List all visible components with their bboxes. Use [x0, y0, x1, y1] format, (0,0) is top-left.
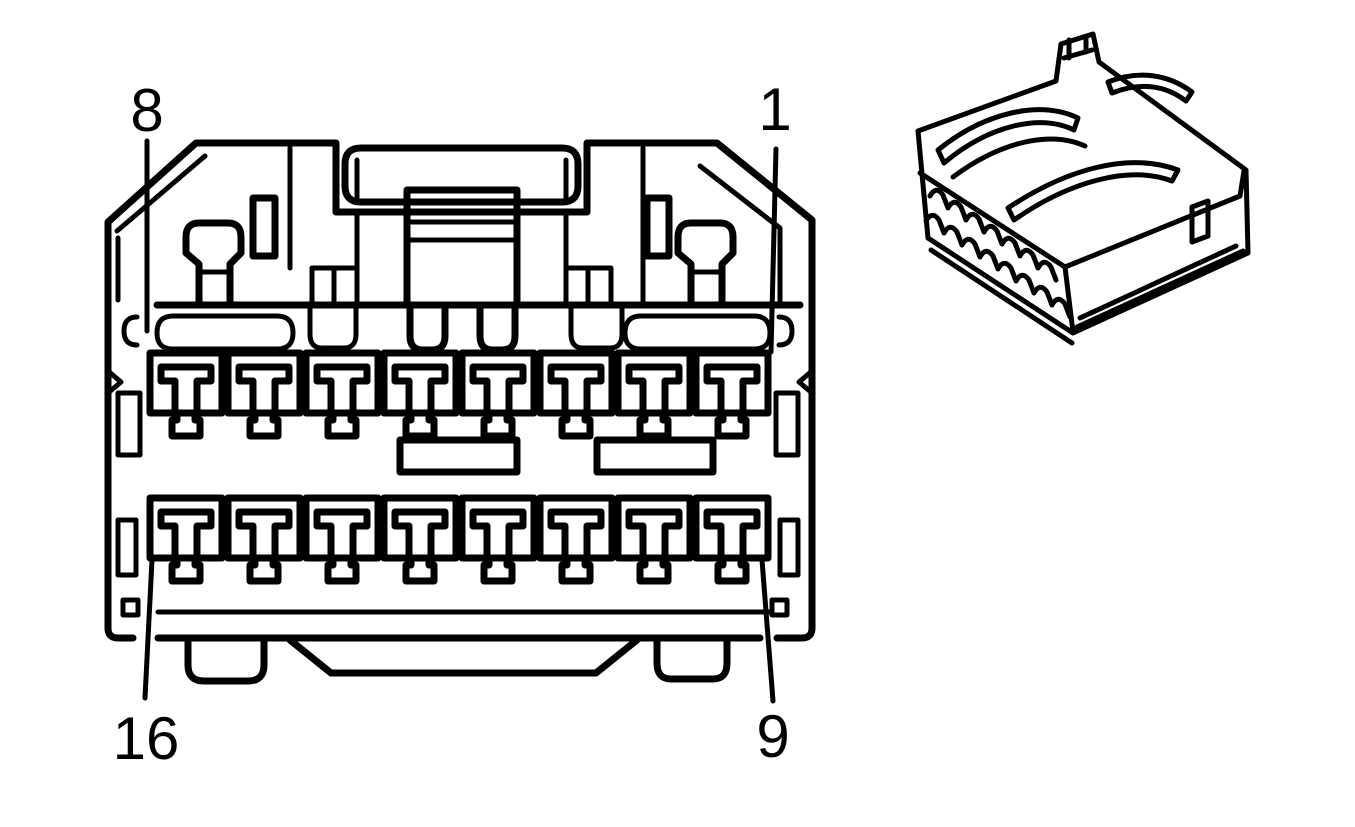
- pin-socket: [224, 349, 304, 440]
- pin-socket: [536, 494, 616, 585]
- callout-leader-1: [768, 146, 779, 355]
- iso-terminal-serrations-row1: [927, 187, 1059, 283]
- pin-callout-8: 8: [130, 77, 163, 144]
- pin-socket: [536, 349, 616, 440]
- center-post-ribs: [404, 219, 520, 243]
- pin-socket: [692, 349, 772, 440]
- pin-socket: [224, 494, 304, 585]
- pin-socket: [302, 349, 382, 440]
- connector-body-outline: [104, 139, 816, 642]
- pin-socket: [614, 494, 694, 585]
- pin-socket: [692, 494, 772, 585]
- left-side-pocket: [309, 265, 360, 308]
- latch-bar-end-walls: [354, 157, 569, 201]
- pin-socket: [458, 349, 538, 440]
- pin-rows: [146, 349, 772, 585]
- edge-slot-bottom-right: [777, 517, 801, 578]
- iso-arch-inner: [950, 136, 1088, 180]
- center-post-leg-right: [476, 301, 519, 354]
- edge-slot-top-left: [115, 390, 143, 458]
- callout-leader-9: [759, 557, 776, 704]
- iso-arch-c: [1105, 72, 1195, 104]
- left-inner-chamfer: [114, 153, 208, 234]
- iso-view: [915, 31, 1251, 346]
- band-u-slot-right: [568, 302, 625, 351]
- iso-tower-detail: [1061, 34, 1095, 61]
- bottom-tab-right: [653, 634, 731, 683]
- right-shoulder-slot: [643, 194, 673, 260]
- left-shoulder-slot: [249, 194, 279, 260]
- iso-skirt-right: [1074, 243, 1246, 330]
- center-post-leg-left: [406, 301, 449, 354]
- band-u-slot-left: [307, 302, 359, 351]
- recess-walls: [354, 209, 569, 271]
- right-side-pocket: [563, 265, 614, 308]
- bus-bar-left: [396, 436, 521, 476]
- pin-socket: [302, 494, 382, 585]
- iso-outline: [915, 31, 1251, 336]
- right-keyhole-slot: [674, 219, 737, 307]
- pin-socket: [146, 494, 226, 585]
- bottom-step-left: [120, 597, 141, 618]
- pin-callout-16: 16: [113, 705, 180, 772]
- edge-slot-bottom-left: [115, 517, 139, 578]
- iso-terminal-serrations-row2: [923, 212, 1073, 320]
- pin-socket: [614, 349, 694, 440]
- right-inner-chamfer: [697, 163, 783, 306]
- bus-bar-right: [593, 436, 717, 476]
- front-view: 8 1 16 9: [104, 76, 816, 772]
- bottom-step-right: [769, 597, 790, 618]
- bottom-tab-left: [184, 634, 268, 685]
- left-edge-notch: [105, 368, 124, 396]
- edge-slot-top-right: [773, 390, 801, 458]
- iso-arch-a: [935, 107, 1081, 166]
- latch-bar: [341, 144, 582, 206]
- iso-right-face-slot: [1189, 198, 1211, 245]
- bottom-trapezoid: [286, 636, 641, 677]
- callout-leader-16: [142, 557, 155, 701]
- pin-socket: [380, 494, 460, 585]
- iso-ridge-lines: [917, 168, 1247, 335]
- iso-skirt-left: [928, 247, 1075, 346]
- right-edge-notch: [796, 368, 815, 396]
- pin-socket: [380, 349, 460, 440]
- center-post: [403, 186, 521, 309]
- left-long-slot: [154, 313, 296, 352]
- right-c-slot: [776, 314, 795, 348]
- pin-socket: [458, 494, 538, 585]
- pin-socket: [146, 349, 226, 440]
- pin-callout-9: 9: [756, 703, 789, 770]
- pin-callout-1: 1: [758, 76, 791, 143]
- left-keyhole-slot: [182, 219, 245, 307]
- iso-arch-b: [1005, 160, 1181, 223]
- right-long-slot: [622, 313, 773, 352]
- left-c-slot: [121, 314, 140, 348]
